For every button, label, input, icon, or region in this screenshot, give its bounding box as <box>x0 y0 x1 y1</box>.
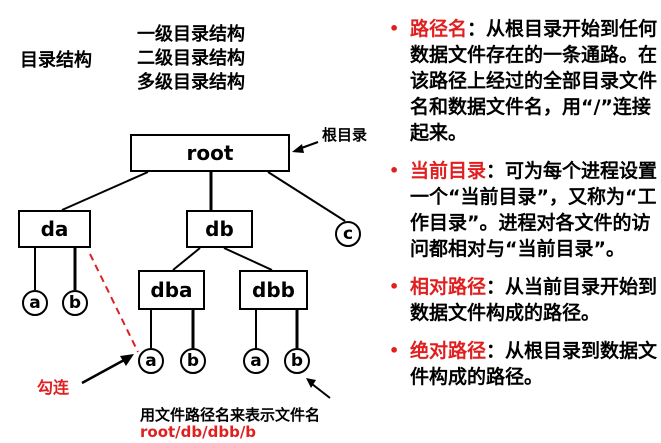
path-arrow-head <box>306 378 316 388</box>
bullet-dot: • <box>389 341 400 360</box>
dir-node-dba: dba <box>138 270 205 310</box>
definition-term: 绝对路径 <box>410 340 487 362</box>
root-node: root <box>130 134 290 172</box>
definition-term: 路径名 <box>410 18 468 40</box>
definition-item-relative-path: • 相对路径：从当前目录开始到数据文件构成的路径。 <box>386 274 658 326</box>
file-node-c: c <box>335 221 361 247</box>
definition-text: ：从当前目录开始到数据文件构成的路径。 <box>410 276 658 324</box>
file-node-dbb-a: a <box>243 348 269 374</box>
file-node-da-b: b <box>62 290 88 316</box>
link-label: 勾连 <box>37 378 70 397</box>
level-1-label: 一级目录结构 <box>137 24 245 45</box>
edge-db-dbb <box>223 247 273 271</box>
diagram-title: 目录结构 <box>20 50 92 71</box>
level-2-label: 二级目录结构 <box>137 48 245 69</box>
definition-term: 相对路径 <box>410 276 487 298</box>
definition-item-current-dir: • 当前目录：可为每个进程设置一个“当前目录”，又称为“工作目录”。进程对各文件… <box>386 158 658 262</box>
link-arrow-line <box>81 357 127 385</box>
dir-node-dbb: dbb <box>239 270 308 310</box>
definition-term: 当前目录 <box>410 160 487 182</box>
definition-text: ：从根目录开始到任何数据文件存在的一条通路。在该路径上经过的全部目录文件名和数据… <box>410 18 658 144</box>
bullet-dot: • <box>389 161 400 180</box>
edge-db-dba <box>172 247 201 271</box>
definitions-list: • 路径名：从根目录开始到任何数据文件存在的一条通路。在该路径上经过的全部目录文… <box>386 16 658 402</box>
root-arrow-head <box>292 144 304 153</box>
link-arrow-head <box>120 354 134 366</box>
dir-node-da: da <box>18 210 91 248</box>
file-node-dba-b: b <box>180 348 206 374</box>
edge-root-da <box>61 171 149 211</box>
file-node-dbb-b: b <box>284 348 310 374</box>
path-example: root/db/dbb/b <box>140 423 257 441</box>
link-dashed-line <box>89 253 139 353</box>
file-node-da-a: a <box>22 290 48 316</box>
level-3-label: 多级目录结构 <box>137 72 245 93</box>
definition-text: ：可为每个进程设置一个“当前目录”，又称为“工作目录”。进程对各文件的访问都相对… <box>410 160 658 260</box>
dir-node-db: db <box>186 210 253 248</box>
bullet-dot: • <box>389 19 400 38</box>
bullet-dot: • <box>389 277 400 296</box>
edge-root-c <box>267 171 346 222</box>
path-caption: 用文件路径名来表示文件名 <box>140 406 321 424</box>
definition-text: ：从根目录到数据文件构成的路径。 <box>410 340 658 388</box>
path-arrow-line <box>311 383 331 399</box>
root-annotation: 根目录 <box>322 126 368 144</box>
file-node-dba-a: a <box>138 348 164 374</box>
definition-item-absolute-path: • 绝对路径：从根目录到数据文件构成的路径。 <box>386 338 658 390</box>
definition-item-path-name: • 路径名：从根目录开始到任何数据文件存在的一条通路。在该路径上经过的全部目录文… <box>386 16 658 146</box>
